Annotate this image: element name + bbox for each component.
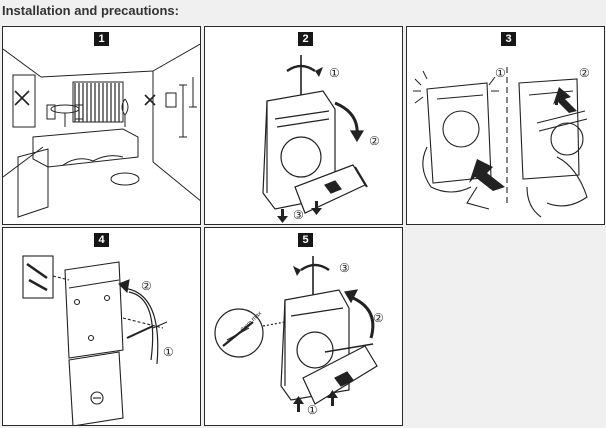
callout-3: ③ bbox=[339, 261, 350, 275]
callout-2: ② bbox=[141, 279, 152, 293]
step-5-number: 5 bbox=[298, 233, 313, 247]
step-2-number: 2 bbox=[298, 32, 313, 46]
step-4-panel: 4 ② ① bbox=[2, 227, 201, 426]
callout-1: ① bbox=[329, 66, 340, 80]
step-1-panel: 1 bbox=[2, 26, 201, 225]
step-1-number: 1 bbox=[94, 32, 109, 46]
open-cover-illustration: ① ② ③ bbox=[262, 55, 380, 223]
callout-1: ① bbox=[307, 403, 318, 417]
callout-1: ① bbox=[495, 66, 506, 80]
room-placement-illustration bbox=[3, 43, 200, 218]
wall-mount-illustration: ② ① bbox=[22, 255, 174, 425]
step-3-panel: 3 bbox=[406, 26, 605, 225]
step-4-number: 4 bbox=[94, 233, 109, 247]
remove-base-illustration: ① ② bbox=[413, 66, 590, 218]
step-2-panel: 2 bbox=[204, 26, 403, 225]
callout-3: ③ bbox=[293, 208, 304, 222]
callout-2: ② bbox=[369, 134, 380, 148]
step-5-panel: 5 bbox=[204, 227, 403, 426]
step-3-number: 3 bbox=[501, 32, 516, 46]
callout-2: ② bbox=[373, 311, 384, 325]
callout-1: ① bbox=[163, 345, 174, 359]
close-cover-illustration: 8mm max ③ ② ① bbox=[214, 256, 384, 417]
section-title: Installation and precautions: bbox=[2, 3, 179, 18]
callout-2: ② bbox=[579, 66, 590, 80]
